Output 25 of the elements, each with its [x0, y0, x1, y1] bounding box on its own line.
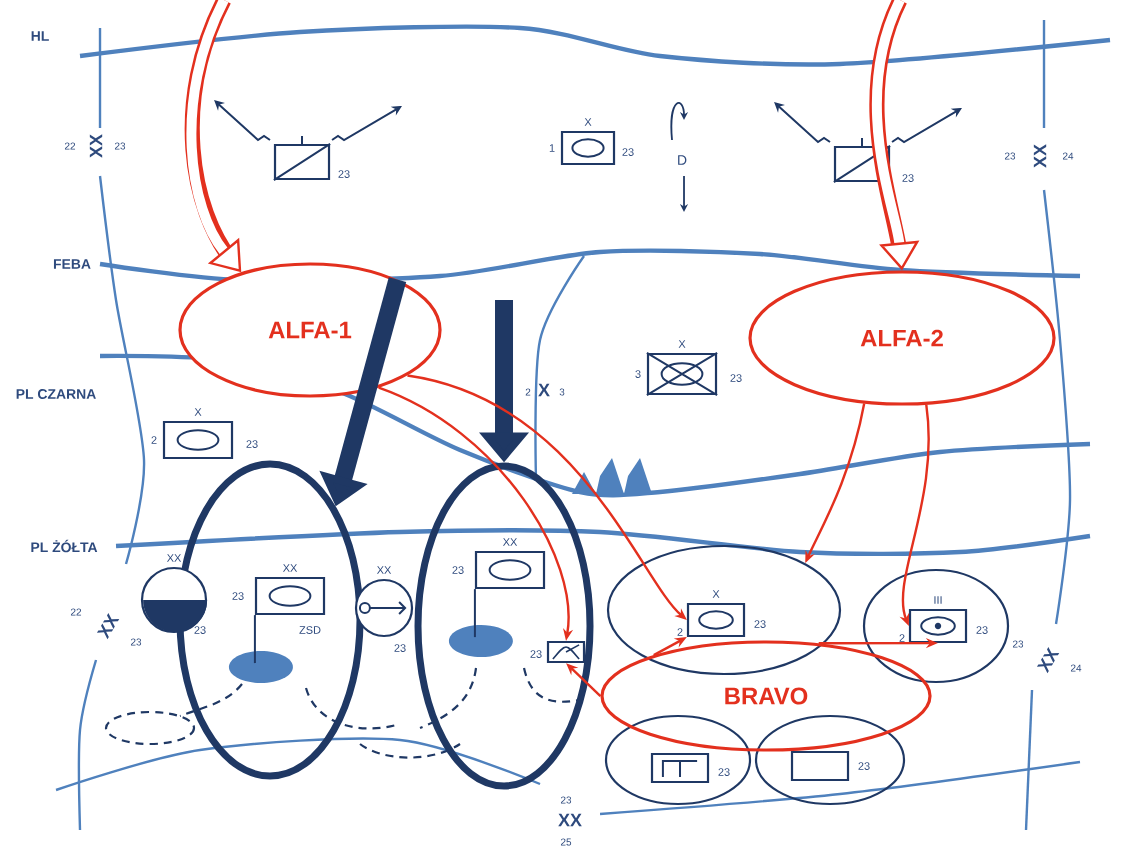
area-ellipse — [604, 714, 752, 806]
map-label: XX — [96, 613, 120, 640]
area-ellipse — [754, 714, 906, 806]
unit-symbol — [162, 420, 234, 460]
unit-symbol — [474, 550, 546, 590]
unit-symbol — [686, 602, 746, 638]
area-ellipse — [862, 568, 1010, 684]
unit-symbol — [354, 578, 414, 638]
unit-symbol — [546, 640, 586, 664]
unit-symbol — [650, 752, 710, 784]
unit-symbol — [272, 134, 332, 182]
map-label: XX — [558, 813, 582, 827]
unit-symbol — [645, 351, 719, 397]
area-ellipse — [606, 544, 842, 676]
map-label: XX — [1033, 144, 1047, 168]
area-ellipse — [414, 462, 594, 790]
map-label: X — [538, 383, 550, 397]
map-label: XX — [89, 134, 103, 158]
arrow — [566, 663, 602, 697]
unit-symbol — [140, 566, 208, 634]
unit-symbol — [254, 576, 326, 616]
unit-symbol — [560, 130, 616, 166]
map-label: XX — [1036, 647, 1060, 674]
unit-symbol — [790, 750, 850, 782]
unit-symbol — [908, 608, 968, 644]
